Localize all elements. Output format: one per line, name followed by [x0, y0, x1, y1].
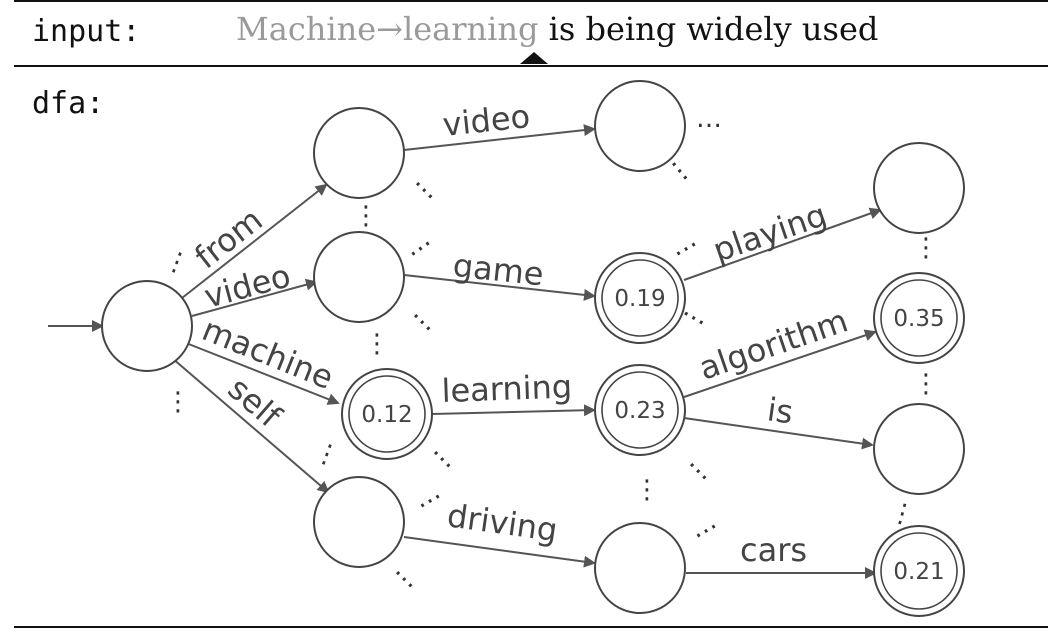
- input-label: input:: [32, 14, 141, 49]
- ellipsis-video-video: …: [696, 104, 722, 134]
- edge-label-driving: driving: [445, 496, 560, 549]
- ellipsis-self-down: …: [389, 555, 429, 595]
- state-learning-algorithm-accept-ring: [880, 279, 958, 357]
- state-machine: [341, 368, 433, 460]
- ellipsis-game-up: …: [664, 224, 702, 263]
- edge-is: [683, 417, 874, 450]
- bottom-rule: [14, 626, 1048, 628]
- state-learning-algorithm: [873, 272, 965, 364]
- edge-driving: [403, 536, 596, 568]
- vellipsis-playing-algorithm: ⋮: [913, 233, 939, 263]
- ellipsis-driving-up: …: [684, 506, 722, 545]
- edge-label-cars: cars: [740, 531, 807, 569]
- edge-label-game: game: [451, 246, 545, 293]
- edge-video-1: [191, 278, 318, 317]
- state-machine-accept-ring: [348, 375, 426, 453]
- edge-algorithm: [683, 329, 877, 398]
- edge-label-machine: machine: [197, 310, 339, 397]
- score-learning: 0.23: [614, 398, 665, 424]
- vellipsis-video-machine: ⋮: [364, 329, 390, 359]
- edge-label-learning: learning: [441, 367, 573, 410]
- ellipsis-from-out: …: [409, 166, 449, 206]
- remaining-text: is being widely used: [538, 10, 879, 48]
- score-game: 0.19: [614, 286, 665, 312]
- state-game-playing: [873, 142, 965, 234]
- edge-self: [171, 357, 330, 494]
- dfa-label: dfa:: [32, 86, 105, 121]
- edge-machine: [185, 342, 340, 405]
- score-machine: 0.12: [361, 402, 412, 428]
- ellipsis-learning-down: …: [683, 447, 723, 487]
- edge-game: [403, 274, 596, 301]
- state-start: [101, 280, 193, 372]
- edge-video-2: [403, 124, 596, 151]
- state-from: [313, 107, 405, 199]
- input-cursor-triangle: [520, 52, 548, 64]
- state-machine-learning-accept-ring: [601, 371, 679, 449]
- consumed-text: Machine→learning: [236, 10, 539, 48]
- vellipsis-algorithm-is: ⋮: [913, 369, 939, 399]
- edge-learning: [431, 404, 596, 417]
- ellipsis-video-out-up: …: [398, 224, 437, 263]
- vellipsis-start-down: ⋮: [165, 387, 191, 417]
- input-sentence: Machine→learning is being widely used: [236, 10, 878, 48]
- vellipsis-from-video: ⋮: [353, 201, 379, 231]
- edge-playing: [683, 207, 882, 281]
- state-self: [313, 476, 405, 568]
- state-video-video: [594, 80, 686, 172]
- state-video-game-accept-ring: [601, 259, 679, 337]
- middle-rule: [14, 65, 1048, 67]
- score-algorithm: 0.35: [893, 306, 944, 332]
- edge-label-video-2: video: [441, 97, 532, 144]
- score-cars: 0.21: [893, 559, 944, 585]
- state-video-game: [594, 252, 686, 344]
- top-rule: [14, 0, 1048, 2]
- ellipsis-video-out-down: …: [407, 298, 447, 338]
- state-learning-is: [873, 403, 965, 495]
- state-driving-cars: [873, 525, 965, 617]
- state-machine-learning: [594, 364, 686, 456]
- state-driving-cars-accept-ring: [880, 532, 958, 610]
- edge-label-playing: playing: [708, 195, 831, 269]
- edge-from: [181, 183, 328, 299]
- state-video: [313, 231, 405, 323]
- state-self-driving: [594, 522, 686, 614]
- vellipsis-machine-self: ⋮: [309, 436, 344, 473]
- ellipsis-machine-down: …: [427, 435, 467, 475]
- vellipsis-learning-driving: ⋮: [634, 475, 660, 505]
- edge-label-algorithm: algorithm: [694, 301, 852, 387]
- ellipsis-self-up: …: [408, 476, 446, 515]
- edge-label-is: is: [765, 390, 796, 431]
